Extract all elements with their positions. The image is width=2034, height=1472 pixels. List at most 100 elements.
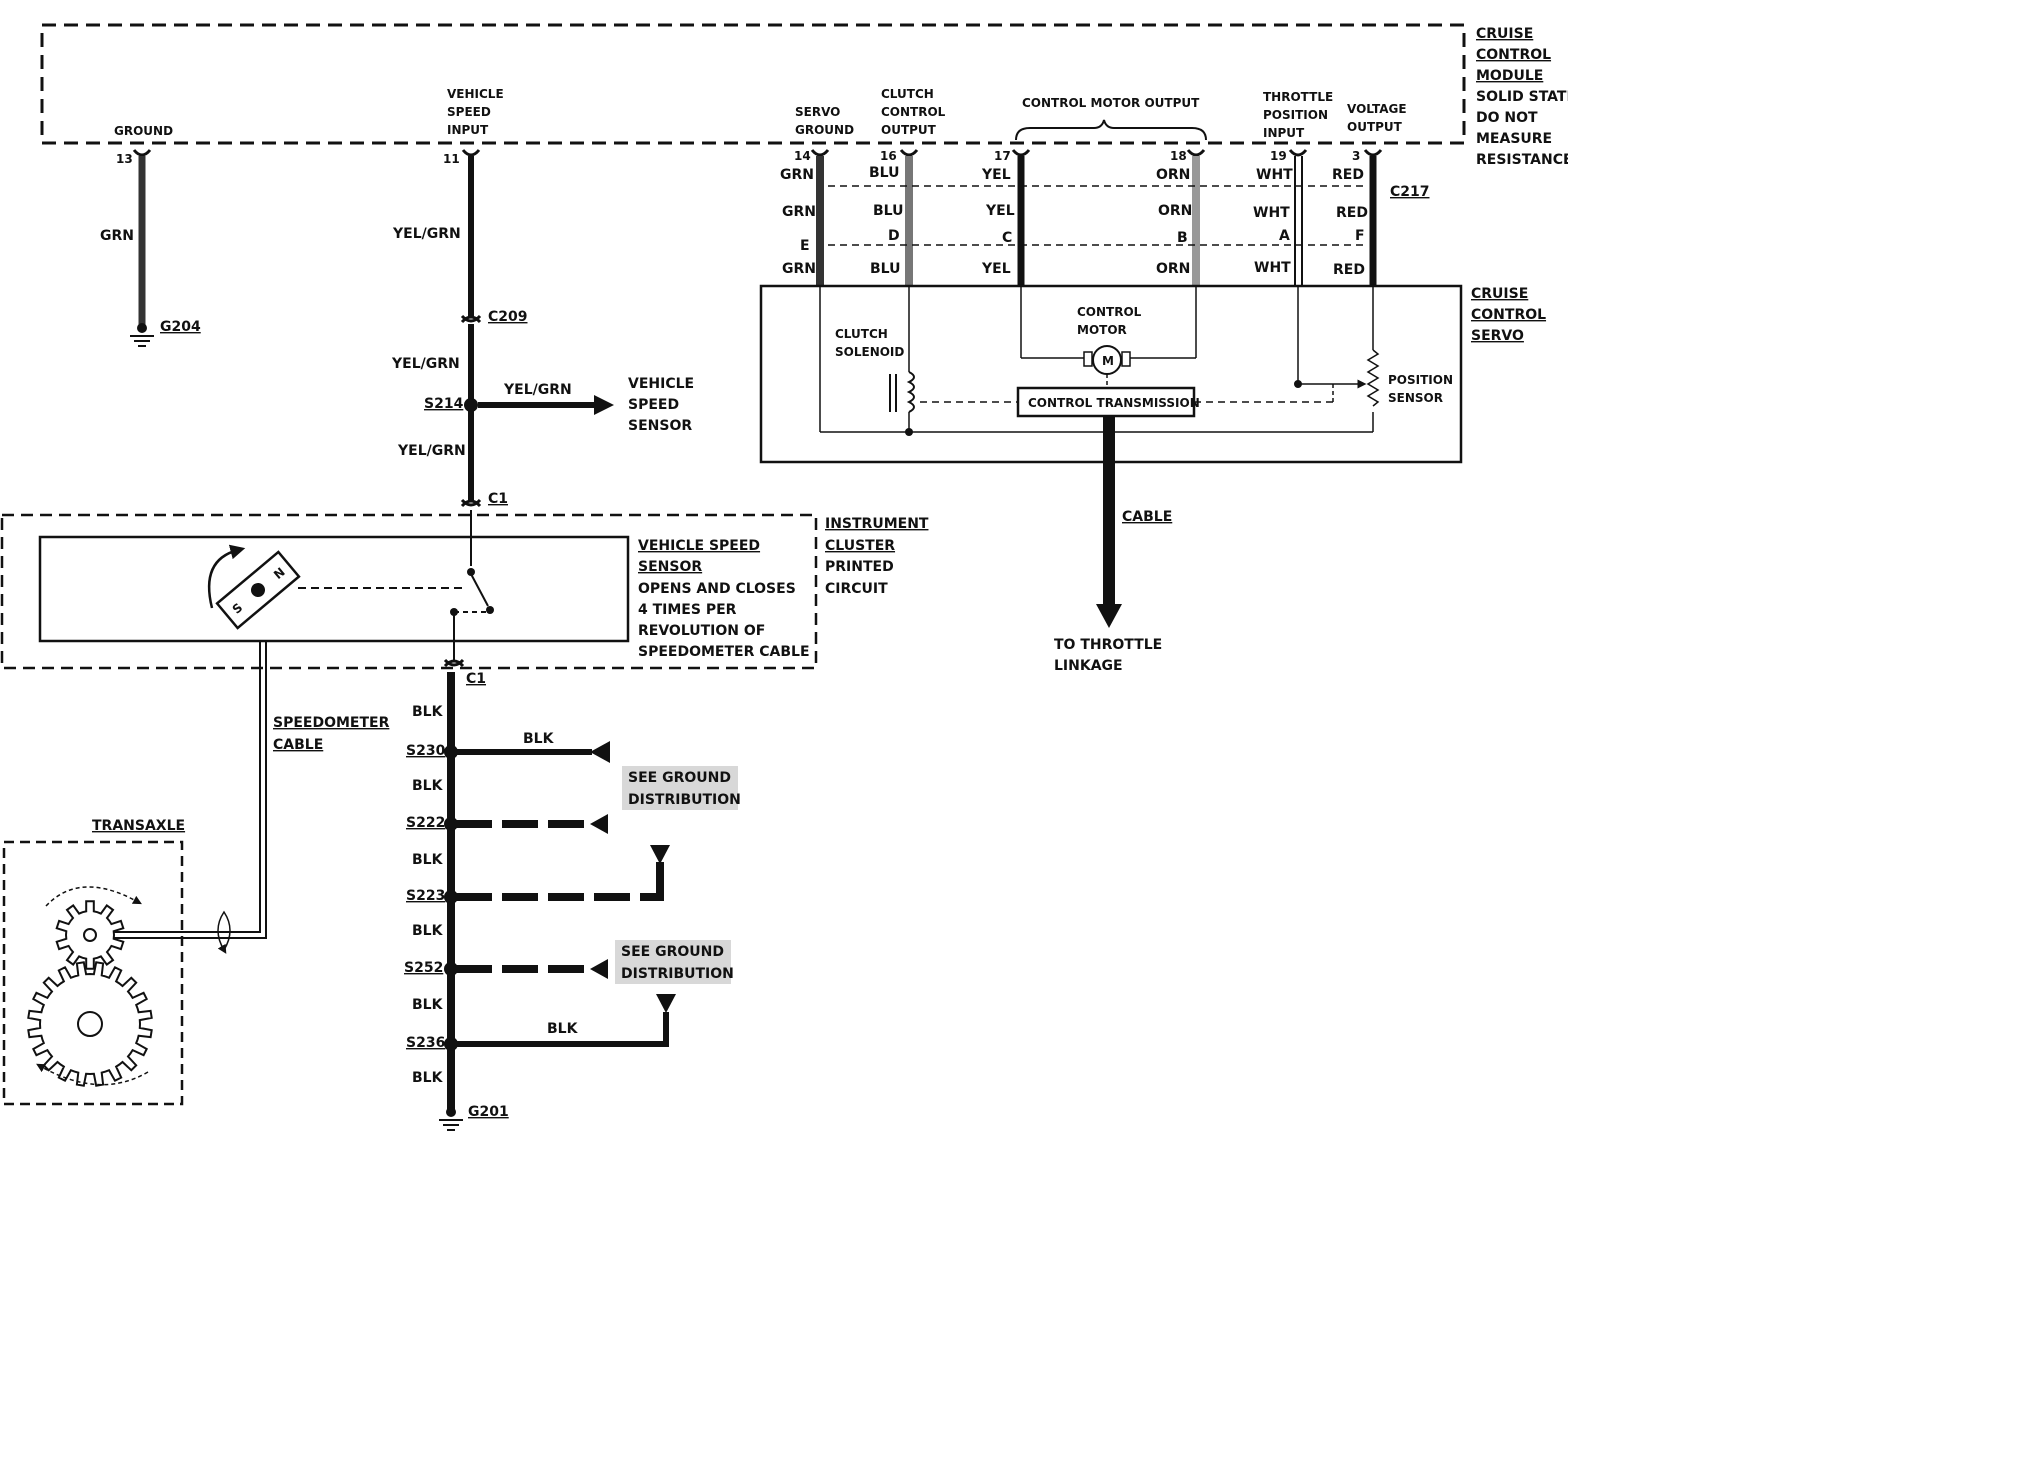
cable-rotation-arrow [217,910,231,954]
servo-wire-blu-3: BLU [870,261,900,277]
connector-c1-bottom [443,658,465,668]
throttle-label-1: TO THROTTLE [1054,637,1162,653]
label-c1-top: C1 [488,491,508,507]
pin-14-terminal [810,149,830,157]
servo-wire-yel-3: YEL [981,261,1011,277]
see-ground-1-line1: SEE GROUND [628,770,731,786]
pin-16-terminal [899,149,919,157]
label-g201: G201 [468,1104,509,1120]
cluster-title-2: CLUSTER [825,538,895,554]
arrow-s252 [590,959,608,979]
splice-s230 [444,745,458,759]
blk-branch-label-s230: BLK [523,731,555,747]
module-title: CRUISE CONTROL MODULE SOLID STATE DO NOT… [1476,26,1568,168]
blk-label-4: BLK [412,923,444,939]
pin-label-servo-ground-2: GROUND [795,123,854,137]
servo-pin-d: D [888,228,900,244]
label-s214: S214 [424,396,464,412]
pin-19-terminal [1288,149,1308,157]
cable-label: CABLE [1122,509,1172,525]
servo-wire-blu-2: BLU [873,203,903,219]
label-s223: S223 [406,888,445,904]
position-sensor-resistor [1366,349,1380,407]
label-c1-bottom: C1 [466,671,486,687]
speedo-cable-label-2: CABLE [273,737,323,753]
wire-label-yelgrn-1: YEL/GRN [392,226,461,242]
servo-wire-red-2: RED [1336,205,1368,221]
servo-pin-e: E [800,238,810,254]
servo-pin-c: C [1002,230,1012,246]
throttle-label-2: LINKAGE [1054,658,1123,674]
arrow-s222 [590,814,608,834]
module-note-line2: DO NOT [1476,110,1538,126]
blk-label-2: BLK [412,778,444,794]
vss-box [38,535,630,643]
position-sensor-label-1: POSITION [1388,373,1453,387]
wire-label-yelgrn-2: YEL/GRN [391,356,460,372]
wiring-diagram: CRUISE CONTROL MODULE SOLID STATE DO NOT… [0,23,1568,1131]
servo-pin-f: F [1355,228,1365,244]
sensor-desc-2: 4 TIMES PER [638,602,737,618]
pin-label-clutch-2: CONTROL [881,105,946,119]
label-s230: S230 [406,743,446,759]
motor-output-brace [1015,119,1207,141]
label-c209: C209 [488,309,528,325]
vss-dest-1: VEHICLE [628,376,694,392]
splice-s252 [444,962,458,976]
label-s222: S222 [406,815,445,831]
cluster-title-4: CIRCUIT [825,581,888,597]
control-transmission-label: CONTROL TRANSMISSION [1028,396,1200,410]
blk-branch-label-s236: BLK [547,1021,579,1037]
clutch-solenoid-coil [906,371,915,413]
servo-wire-wht-3: WHT [1254,260,1291,276]
module-title-line2: CONTROL [1476,47,1551,63]
pin-num-19: 19 [1270,149,1287,163]
servo-wire-orn-1: ORN [1156,167,1190,183]
cluster-title-1: INSTRUMENT [825,516,929,532]
pin-num-11: 11 [443,152,460,166]
vss-dest-3: SENSOR [628,418,692,434]
servo-wire-red-3: RED [1333,262,1365,278]
motor-m-label: M [1102,354,1114,368]
pin-label-tps-3: INPUT [1263,126,1305,140]
instrument-cluster-box [0,513,818,670]
blk-label-1: BLK [412,704,444,720]
throttle-cable-arrow [1096,604,1122,628]
blk-label-6: BLK [412,1070,444,1086]
pin-13-terminal [132,149,152,157]
clutch-solenoid-label-1: CLUTCH [835,327,888,341]
speedo-cable-label-1: SPEEDOMETER [273,715,390,731]
arrow-s236 [656,994,676,1013]
pin-18-terminal [1186,149,1206,157]
wire-label-grn: GRN [100,228,134,244]
ground-symbol-g201 [439,1107,463,1131]
pin-17-terminal [1011,149,1031,157]
ground-symbol-g204 [130,323,154,347]
servo-wire-orn-3: ORN [1156,261,1190,277]
pin-11-terminal [461,149,481,157]
blk-label-5: BLK [412,997,444,1013]
control-motor-label-2: MOTOR [1077,323,1127,337]
pin-label-ground: GROUND [114,124,173,138]
servo-wire-grn-1: GRN [780,167,814,183]
wire-label-yelgrn-3: YEL/GRN [397,443,466,459]
pin-label-servo-ground-1: SERVO [795,105,840,119]
pin-label-clutch-3: OUTPUT [881,123,937,137]
see-ground-box-2 [615,940,731,984]
sensor-desc-4: SPEEDOMETER CABLE [638,644,810,660]
label-s236: S236 [406,1035,445,1051]
servo-pin-a: A [1279,228,1290,244]
pin-num-16: 16 [880,149,897,163]
servo-wire-wht-2: WHT [1253,205,1290,221]
gear-rotation-arrow-top [45,886,142,907]
blk-label-3: BLK [412,852,444,868]
connector-c1-top [460,498,482,508]
pin-label-motor-output: CONTROL MOTOR OUTPUT [1022,96,1200,110]
servo-title-2: CONTROL [1471,307,1546,323]
servo-title-1: CRUISE [1471,286,1528,302]
pin-3-terminal [1363,149,1383,157]
transaxle-box [2,840,184,1106]
reed-switch [450,510,494,660]
servo-wire-grn-3: GRN [782,261,816,277]
pin-num-3: 3 [1352,149,1360,163]
